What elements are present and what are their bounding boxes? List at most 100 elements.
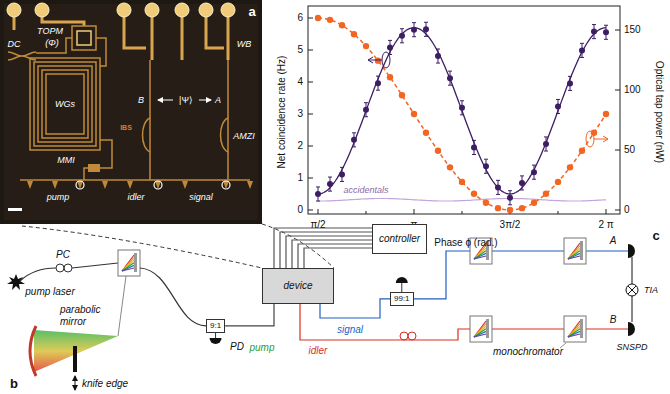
grating — [134, 253, 137, 272]
part-name: SNSPD — [616, 342, 647, 352]
power-point — [507, 207, 513, 213]
grating-coupler — [182, 181, 188, 189]
node-text: device — [284, 280, 313, 292]
fiber — [304, 248, 372, 268]
dispersed-beam — [122, 258, 134, 271]
dispersed-beam — [122, 255, 134, 271]
part-name: knife edge — [82, 378, 128, 390]
part-name: pump laser — [25, 286, 74, 298]
coincidence-point — [471, 144, 477, 150]
part-name: TIA — [644, 285, 658, 295]
port-name: idler — [127, 192, 144, 202]
part-name: monochromator — [493, 346, 563, 358]
photodiode — [396, 277, 408, 283]
tick-label: 2 — [297, 140, 303, 152]
error-bar — [604, 25, 608, 26]
dispersed-beam — [568, 253, 580, 259]
coincidence-fit — [318, 28, 606, 194]
part-name: DC — [8, 39, 21, 49]
waveguide — [96, 38, 106, 66]
power-point — [555, 179, 561, 185]
grating-coupler — [247, 181, 253, 189]
dispersed-beam — [474, 321, 486, 337]
error-bar — [424, 36, 428, 37]
power-point — [363, 43, 369, 49]
grating-coupler — [155, 181, 161, 189]
power-point — [423, 130, 429, 136]
tick-label: 50 — [624, 144, 635, 156]
tick — [615, 30, 620, 31]
tick-label: 6 — [297, 12, 303, 24]
part-name: (Φ) — [45, 38, 59, 48]
power-point — [603, 111, 609, 117]
error-bar — [376, 76, 380, 77]
power-point — [543, 191, 549, 197]
fiber — [286, 236, 372, 268]
fiber — [298, 244, 372, 268]
tick — [414, 209, 415, 214]
coincidence-point — [483, 163, 489, 169]
coincidence-point — [567, 80, 573, 86]
bond-pad — [117, 3, 131, 17]
port-name: pump — [47, 192, 70, 202]
electrical-trace — [42, 17, 84, 26]
error-bar — [532, 179, 536, 180]
monochromator-box — [564, 238, 586, 264]
panel-letter: a — [248, 5, 255, 20]
fiber — [292, 240, 372, 268]
dispersed-beam — [568, 246, 580, 259]
port-ring — [154, 181, 162, 189]
error-bar — [604, 39, 608, 40]
power-fit — [318, 18, 606, 210]
error-bar — [556, 113, 560, 114]
monochromator-box — [564, 316, 586, 342]
coincidence-point — [435, 53, 441, 59]
error-bar — [328, 191, 332, 192]
grating-coupler — [27, 181, 253, 189]
error-bar — [340, 181, 344, 182]
laser-star — [7, 274, 25, 290]
error-bar — [400, 42, 404, 43]
coincidence-point — [495, 184, 501, 190]
tick — [308, 210, 313, 211]
electrical-trace — [13, 17, 16, 30]
tick-label: 2 π — [598, 219, 613, 231]
fiber — [72, 263, 118, 268]
error-bar — [544, 136, 548, 137]
dispersed-beam — [474, 253, 486, 259]
error-bar — [316, 201, 320, 202]
waveguide — [30, 58, 100, 150]
coincidence-point — [591, 29, 597, 35]
tick-label: 5 — [297, 44, 303, 56]
coincidence-point — [579, 47, 585, 53]
port-name: signal — [189, 192, 213, 202]
tick — [308, 50, 313, 51]
path-name: B — [138, 95, 144, 105]
power-point — [399, 92, 405, 98]
monochromator-icon — [564, 238, 586, 264]
tick-label: π/2 — [310, 219, 325, 231]
zoom-line — [22, 226, 262, 268]
tick-label: 3π/2 — [500, 219, 521, 231]
error-bar — [508, 190, 512, 191]
tick — [318, 209, 319, 214]
error-bar — [556, 99, 560, 100]
path-name: A — [215, 95, 221, 105]
coincidence-point — [519, 180, 525, 186]
tick — [615, 210, 620, 211]
state-arrow — [158, 100, 173, 101]
grating-coupler — [102, 181, 108, 189]
coincidence-point — [531, 169, 537, 175]
power-point — [495, 205, 501, 211]
coincidence-point — [351, 137, 357, 143]
part-name: TOPM — [37, 26, 63, 36]
error-bar — [532, 165, 536, 166]
power-point — [387, 74, 393, 80]
signal-name: signal — [337, 324, 363, 336]
power-point — [351, 31, 357, 37]
axis-marker — [382, 52, 390, 68]
parabolic-mirror — [30, 326, 36, 376]
state-name: |Ψ⟩ — [179, 95, 193, 105]
dispersed-beam — [474, 251, 486, 259]
